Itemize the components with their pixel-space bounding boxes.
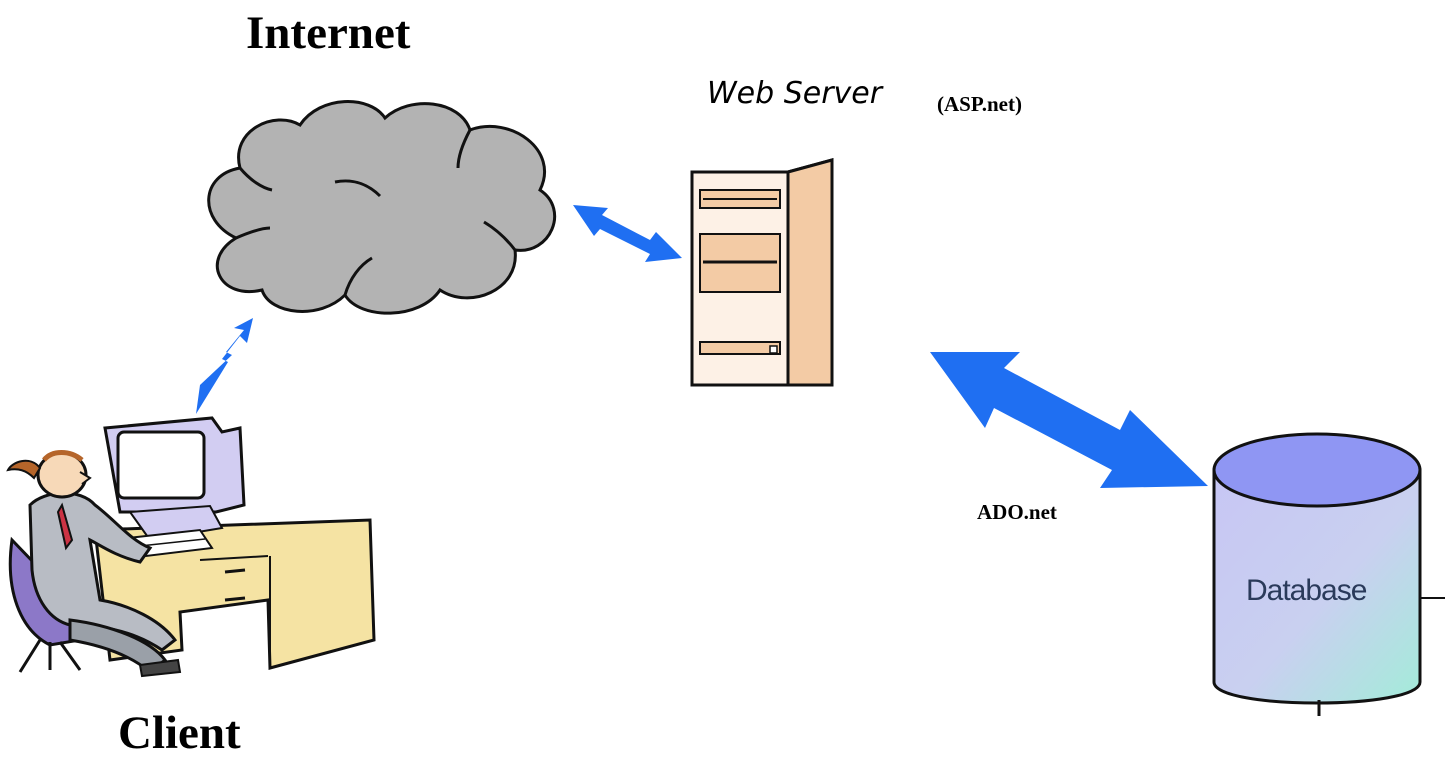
web-server-tech-label: (ASP.net) (937, 92, 1022, 116)
client-label: Client (118, 707, 241, 759)
server-database-arrow (930, 352, 1208, 488)
cloud-icon (207, 100, 557, 315)
client-internet-arrow (196, 318, 253, 414)
internet-server-arrow (573, 205, 682, 262)
server-tower-icon (690, 158, 834, 387)
web-server-label: Web Server (707, 76, 883, 111)
database-cylinder-icon: Database (1212, 432, 1445, 716)
database-label: Database (1246, 574, 1367, 607)
internet-label: Internet (246, 7, 411, 59)
data-access-label: ADO.net (977, 500, 1057, 524)
person-at-computer-icon (6, 416, 376, 678)
